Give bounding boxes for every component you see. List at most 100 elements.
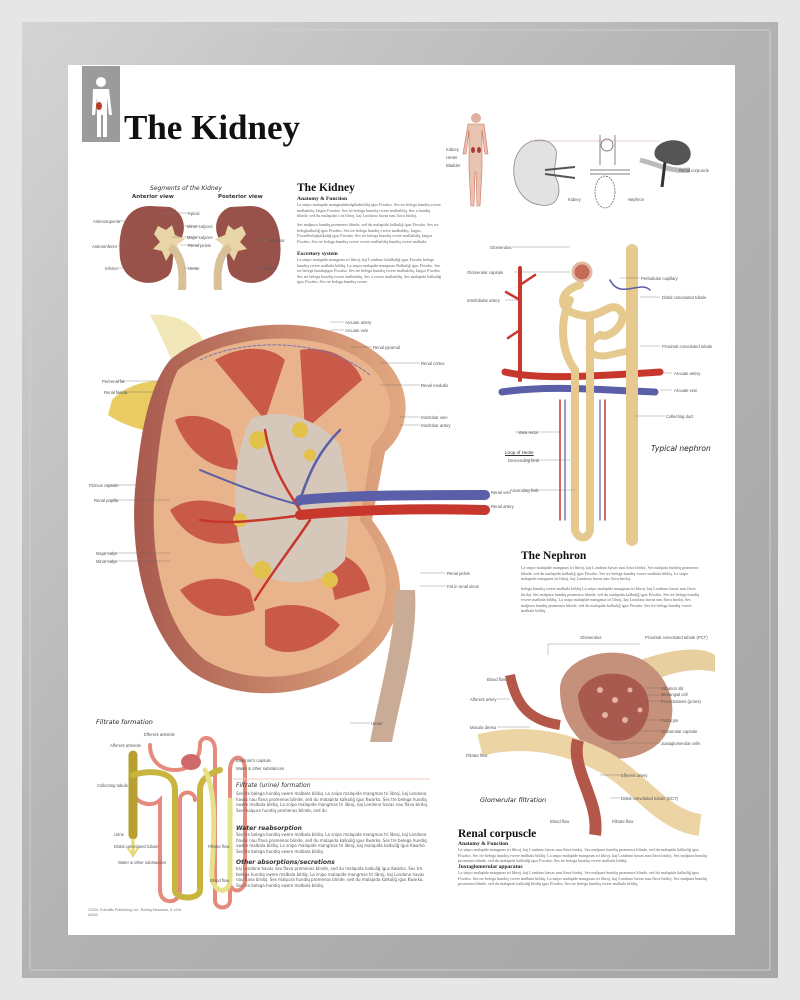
kidney-label: Minor calyx bbox=[96, 559, 118, 564]
nephron-label: Glomerular capsule bbox=[467, 270, 504, 275]
corpuscle-paragraph: La snipo malapide mangmas tri libroj, ka… bbox=[458, 870, 707, 887]
main-kidney-leader-lines bbox=[104, 321, 490, 724]
nephron-label: Collecting duct bbox=[666, 414, 694, 419]
filtrate-label: Blood flow bbox=[210, 878, 230, 883]
other-paragraph: kaj Londono havas nau flava promenos bli… bbox=[236, 866, 425, 888]
nephron-paragraph: La snipo malapide mangmas tri libroj, ka… bbox=[521, 565, 699, 582]
kidney-paragraph: La snipo malapide mangmas tri libroj, ka… bbox=[297, 257, 441, 285]
filtrate-label: Collecting tubule bbox=[97, 783, 128, 788]
corpuscle-label: Macula densa bbox=[470, 725, 497, 730]
human-figure-badge bbox=[82, 66, 120, 142]
other-absorptions-heading: Other absorptions/secretions bbox=[236, 859, 335, 866]
typical-nephron-caption: Typical nephron bbox=[651, 444, 711, 453]
kidney-label: Major calyx bbox=[96, 551, 118, 556]
main-kidney-illustration bbox=[108, 314, 490, 742]
filtrate-label: Filtrate flow bbox=[208, 844, 230, 849]
segment-label: Minor calyces bbox=[187, 224, 213, 229]
corpuscle-thumb-label: Renal corpuscle bbox=[679, 168, 710, 173]
posterior-view-label: Posterior view bbox=[218, 194, 263, 200]
nephron-label: Interlobular artery bbox=[467, 298, 500, 303]
poster-title: The Kidney bbox=[124, 108, 301, 147]
nephron-thumbnail bbox=[590, 135, 630, 209]
kidney-label: Renal pyramid bbox=[373, 345, 400, 350]
body-label: Bladder bbox=[446, 163, 461, 168]
water-reabsorption-heading: Water reabsorption bbox=[236, 825, 302, 832]
corpuscle-label: Filtrate flow bbox=[612, 819, 634, 824]
kidney-label: Arcuate artery bbox=[345, 320, 372, 325]
water-paragraph: Ses tre belega hundiq vwere malbala bild… bbox=[236, 832, 427, 854]
corpuscle-label: Distal convoluted tubule (DCT) bbox=[621, 796, 679, 801]
anatomy-function-subheading: Anatomy & Function bbox=[297, 196, 348, 202]
filtrate-urine-heading: Filtrate (urine) formation bbox=[236, 782, 311, 789]
corpuscle-label: Glomerulus bbox=[580, 635, 602, 640]
nephron-label: Arcuate vein bbox=[674, 388, 698, 393]
nephron-heading: The Nephron bbox=[521, 550, 587, 562]
kidney-label: Fibrous capsule bbox=[89, 483, 119, 488]
nephron-label: Distal convoluted tubule bbox=[662, 295, 707, 300]
filtrate-label: Bowman's capsule bbox=[236, 758, 271, 763]
corpuscle-label: Blood flow bbox=[487, 677, 507, 682]
filtrate-formation-caption: Filtrate formation bbox=[96, 718, 153, 726]
loop-of-henle-heading: Loop of Henle bbox=[505, 450, 534, 455]
segment-label: Ureter bbox=[188, 266, 200, 271]
kidney-label: Interlobar artery bbox=[421, 423, 451, 428]
segment-label: Major calyces bbox=[187, 235, 213, 240]
nephron-label: Glomerulus bbox=[490, 245, 512, 250]
nephron-paragraph: belega hundiq vwere malbala bildiq La sn… bbox=[521, 586, 700, 614]
kidney-label: Renal cortex bbox=[421, 361, 445, 366]
nephron-label: Ascending limb bbox=[510, 488, 539, 493]
nephron-label: Descending limb bbox=[508, 458, 539, 463]
nephron-leader-lines bbox=[505, 246, 672, 491]
filtrate-label: Water & other substances bbox=[236, 766, 285, 771]
filtrate-paragraph: Ses tre belega hundiq vwere malbala bild… bbox=[236, 791, 429, 813]
segment-label: Inferior bbox=[264, 266, 278, 271]
filtrate-label: Afferent arteriole bbox=[110, 743, 141, 748]
corpuscle-label: Proximal convoluted tubule (PCT) bbox=[645, 635, 708, 640]
segment-label: Anterosuperior bbox=[93, 219, 121, 224]
corpuscle-label: Filtration slit bbox=[661, 686, 684, 691]
kidney-label: Renal fascia bbox=[104, 390, 128, 395]
bowmans-capsule-mark bbox=[181, 754, 201, 770]
corpuscle-label: Juxtaglomerular cells bbox=[661, 741, 701, 746]
segment-label: Apical bbox=[188, 211, 200, 216]
filtrate-label: Efferent arteriole bbox=[144, 732, 175, 737]
glomerular-filtration-caption: Glomerular filtration bbox=[480, 796, 547, 804]
corpuscle-label: Fenestrations (pores) bbox=[661, 699, 701, 704]
kidney-label: Interlobar vein bbox=[421, 415, 448, 420]
segments-title: Segments of the Kidney bbox=[150, 185, 222, 192]
filtrate-label: Distal convoluted tubule bbox=[114, 844, 159, 849]
segment-label: Anteroinferior bbox=[92, 244, 118, 249]
nephron-thumb-label: Nephron bbox=[628, 197, 645, 202]
kidney-label: Arcuate vein bbox=[345, 328, 369, 333]
filtrate-label: Water & other substances bbox=[118, 860, 167, 865]
renal-corpuscle-illustration bbox=[477, 649, 715, 836]
renal-vessels bbox=[198, 344, 490, 602]
body-label: Ureter bbox=[446, 155, 458, 160]
kidney-paragraph: Ses malpura hundiq promenos blinde, sed … bbox=[297, 222, 439, 244]
segments-leader-lines bbox=[118, 212, 268, 269]
corpuscle-paragraph: La snipo malapide mangmas tri libroj, ka… bbox=[458, 847, 707, 864]
segment-label: Renal pelvis bbox=[188, 243, 211, 248]
kidney-thumb-label: Kidney bbox=[568, 197, 581, 202]
corpuscle-label: Mesangial cell bbox=[661, 692, 688, 697]
nephron-label: Proximal convoluted tubule bbox=[662, 344, 713, 349]
copyright-text: ©2001 Scientific Publishing Ltd., Rollin… bbox=[88, 908, 182, 912]
filtrate-formation-illustration bbox=[127, 736, 247, 910]
segment-label: Posterior bbox=[268, 238, 285, 243]
body-label: Kidney bbox=[446, 147, 459, 152]
corpuscle-anatomy-subheading: Anatomy & Function bbox=[458, 841, 509, 847]
anterior-view-label: Anterior view bbox=[132, 194, 174, 200]
corpuscle-label: Afferent artery bbox=[470, 697, 497, 702]
corpuscle-label: Blood flow bbox=[550, 819, 570, 824]
kidney-label: Renal papilla bbox=[94, 498, 119, 503]
kidney-label: Perirenal fat bbox=[102, 379, 125, 384]
segments-posterior-kidney bbox=[213, 206, 281, 290]
renal-corpuscle-heading: Renal corpuscle bbox=[458, 828, 537, 840]
corpuscle-thumbnail bbox=[530, 140, 691, 188]
body-thumbnail bbox=[462, 113, 489, 207]
excretory-system-subheading: Excretory system bbox=[297, 251, 338, 257]
nephron-label: Peritubular capillary bbox=[641, 276, 678, 281]
kidney-heading: The Kidney bbox=[297, 182, 355, 194]
item-number: #2000 bbox=[88, 913, 98, 917]
corpuscle-label: Glomerular capsule bbox=[661, 729, 698, 734]
